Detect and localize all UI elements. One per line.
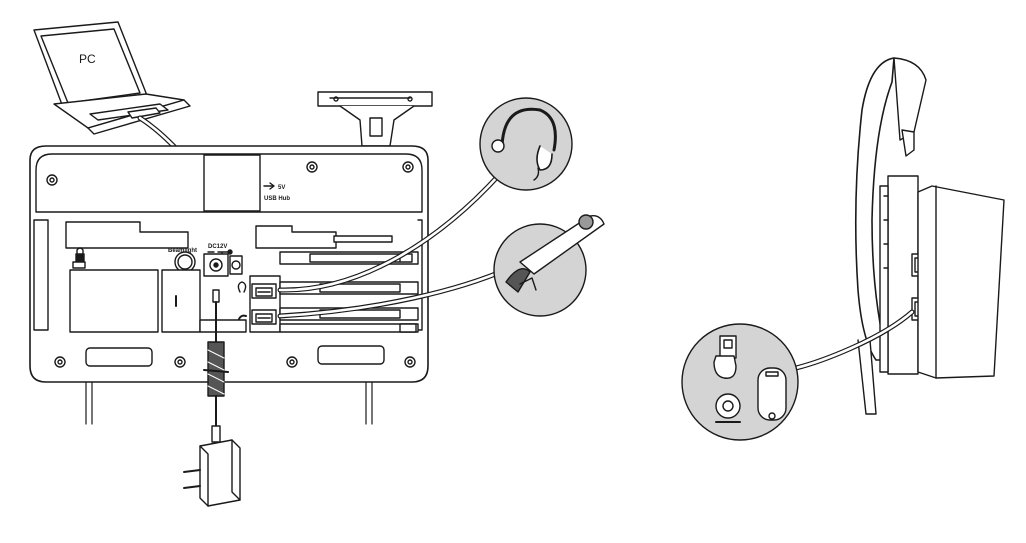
usb-port-label: 5V USB Hub	[263, 182, 290, 202]
upper-recess	[65, 221, 393, 249]
svg-text:DC12V: DC12V	[208, 244, 227, 250]
power-cable	[183, 289, 241, 507]
lower-compartment	[69, 269, 247, 333]
headset-callout	[277, 97, 573, 293]
svg-text:Beamlight: Beamlight	[168, 248, 197, 254]
laptop-pc: PC	[33, 21, 191, 135]
phone-side-view	[854, 57, 1005, 415]
svg-text:5V: 5V	[278, 185, 285, 191]
lock-icon	[72, 247, 86, 269]
backlight-port: Beamlight	[168, 248, 197, 273]
stand-clip	[317, 91, 433, 147]
usb-accessory-callout	[681, 309, 915, 441]
handset-port-icon	[237, 309, 277, 325]
headset-port-icon	[237, 281, 277, 299]
svg-text:USB Hub: USB Hub	[264, 196, 290, 202]
usb-icon	[263, 182, 275, 190]
handset-callout	[277, 214, 605, 319]
pc-label: PC	[79, 52, 96, 66]
dc-input-port: DC12V	[203, 244, 243, 277]
